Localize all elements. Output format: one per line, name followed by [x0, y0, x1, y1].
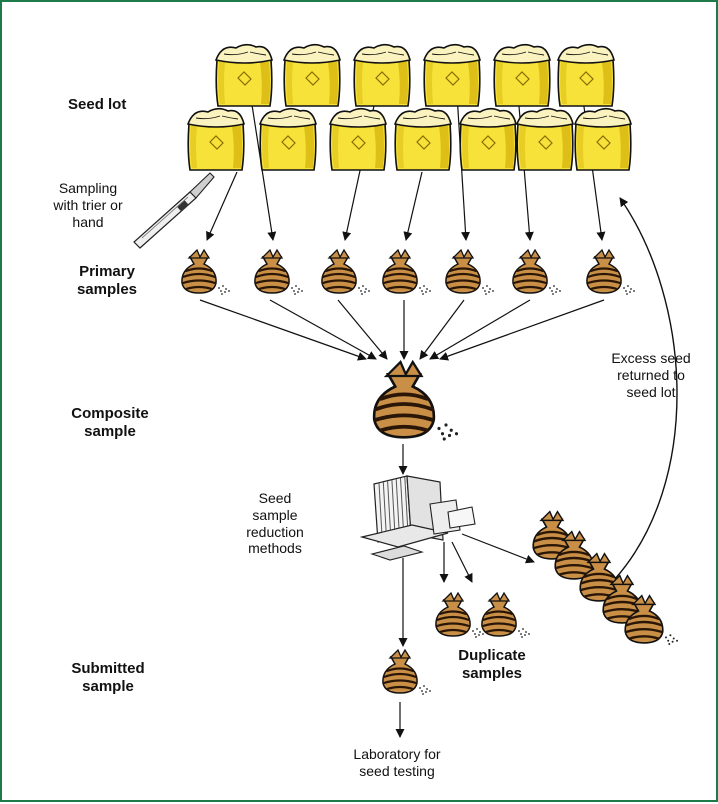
seed-sack-icon [458, 107, 517, 171]
seed-dots-icon [623, 285, 635, 295]
reduction-methods-line-4: methods [248, 540, 302, 557]
seed-sack-icon [515, 107, 574, 171]
reduction-methods-line-3: reduction [246, 523, 304, 540]
sampling-label: Sampling with trier or hand [38, 180, 138, 230]
seed-bag-icon [254, 248, 303, 295]
sampling-line-3: hand [72, 213, 104, 230]
laboratory-label: Laboratory for seed testing [332, 746, 462, 780]
seed-sack-icon [393, 107, 452, 171]
composite-sample-label: Composite sample [54, 405, 166, 441]
duplicate-samples-line-2: samples [461, 665, 523, 682]
seed-bag-icon [382, 248, 431, 295]
seed-bag-icon [481, 591, 530, 638]
seed-sack-icon [328, 107, 387, 171]
primary-samples-line-2: samples [76, 281, 138, 298]
seed-dots-icon [358, 285, 370, 295]
seed-dots-icon [437, 423, 459, 441]
seed-bag-icon [181, 248, 230, 295]
seed-sack-icon [214, 43, 273, 107]
excess-seed-line-1: Excess seed [611, 350, 691, 366]
sampling-arrow [206, 171, 238, 241]
seed-bag-icon [445, 248, 494, 295]
sample-divider-icon [359, 475, 476, 561]
composite-sample-line-2: sample [84, 423, 136, 440]
seed-lot-label: Seed lot [68, 96, 127, 113]
seed-dots-icon [419, 685, 431, 695]
excess-seed-line-3: seed lot [626, 383, 676, 400]
seed-bag-icon [382, 648, 431, 695]
primary-samples-label: Primary samples [62, 263, 152, 299]
seed-bag-icon [554, 530, 608, 581]
seed-bag-icon [435, 591, 484, 638]
seed-sack-icon [352, 43, 411, 107]
laboratory-line-1: Laboratory for [353, 746, 441, 762]
submitted-sample-line-1: Submitted [71, 660, 145, 677]
seed-sack-icon [492, 43, 551, 107]
to-duplicate-arrow [451, 541, 473, 583]
duplicate-samples-line-1: Duplicate [458, 647, 526, 664]
seed-sack-icon [282, 43, 341, 107]
seed-sack-icon [258, 107, 317, 171]
reduction-methods-line-2: sample [252, 506, 298, 523]
seed-dots-icon [472, 628, 484, 638]
submitted-sample-line-2: sample [82, 678, 134, 695]
reduction-methods-label: Seed sample reduction methods [230, 490, 320, 557]
seed-dots-icon [549, 285, 561, 295]
laboratory-line-2: seed testing [359, 762, 435, 779]
combine-arrow [439, 299, 605, 361]
sampling-line-2: with trier or [53, 196, 123, 213]
excess-seed-label: Excess seed returned to seed lot [598, 350, 704, 400]
seed-sack-icon [573, 107, 632, 171]
sampling-arrow [403, 171, 423, 241]
duplicate-samples-label: Duplicate samples [436, 647, 548, 683]
primary-samples-line-1: Primary [79, 263, 135, 280]
seed-bag-icon [586, 248, 635, 295]
seed-dots-icon [419, 285, 431, 295]
sampling-line-1: Sampling [58, 180, 118, 196]
seed-bag-icon [624, 594, 678, 645]
reduction-methods-line-1: Seed [258, 490, 292, 506]
return-arrow [613, 197, 678, 581]
seed-sack-icon [556, 43, 615, 107]
seed-dots-icon [518, 628, 530, 638]
excess-seed-line-2: returned to [617, 366, 685, 383]
trier-probe-icon [133, 172, 215, 249]
seed-bag-icon [372, 359, 459, 441]
seed-dots-icon [665, 634, 678, 645]
seed-dots-icon [218, 285, 230, 295]
submitted-sample-label: Submitted sample [56, 660, 160, 696]
seed-dots-icon [291, 285, 303, 295]
seed-sack-icon [186, 107, 245, 171]
seed-dots-icon [482, 285, 494, 295]
seed-bag-icon [579, 552, 633, 603]
combine-arrow [429, 299, 531, 360]
seed-sack-icon [422, 43, 481, 107]
combine-arrow [337, 299, 388, 360]
combine-arrow [199, 299, 367, 361]
combine-arrow [419, 299, 465, 360]
combine-arrow [269, 299, 377, 360]
seed-bag-icon [321, 248, 370, 295]
composite-sample-line-1: Composite [71, 405, 149, 422]
seed-bag-icon [512, 248, 561, 295]
to-excess-arrow [461, 533, 535, 564]
